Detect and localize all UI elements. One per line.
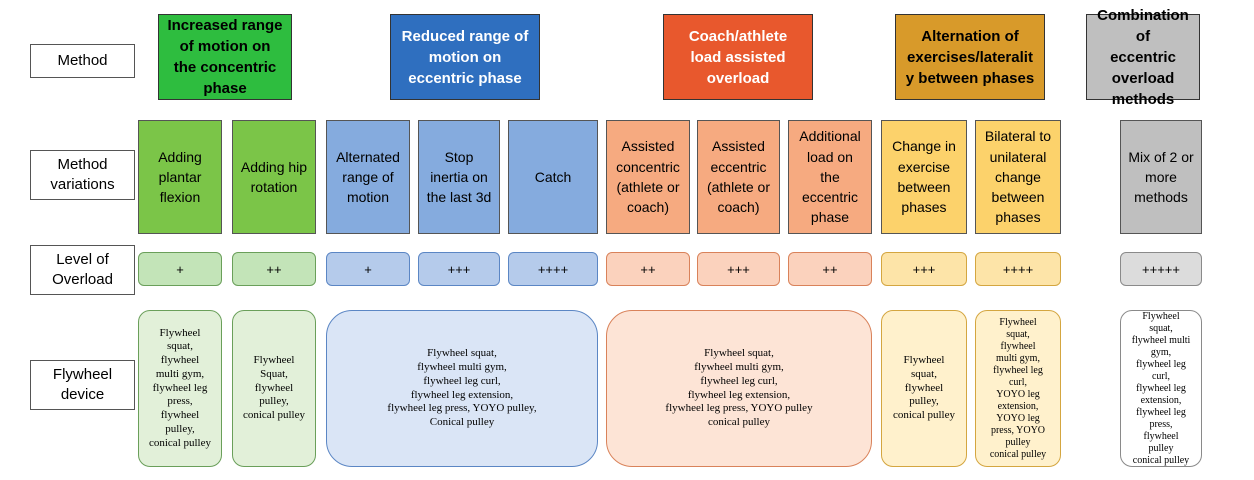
variation-adding-hip-rotation: Adding hip rotation	[232, 120, 316, 234]
overload-level-assisted-eccentric: +++	[697, 252, 780, 286]
overload-level-additional-load: ++	[788, 252, 872, 286]
method-header-increased-rom: Increased range of motion on the concent…	[158, 14, 292, 100]
row-label-method-variations: Method variations	[30, 150, 135, 200]
row-label-flywheel-device: Flywheel device	[30, 360, 135, 410]
device-list-reduced-rom: Flywheel squat, flywheel multi gym, flyw…	[326, 310, 598, 467]
overload-level-plantar-flexion: +	[138, 252, 222, 286]
variation-assisted-concentric: Assisted concentric (athlete or coach)	[606, 120, 690, 234]
overload-level-bilateral-to-unilateral: ++++	[975, 252, 1061, 286]
variation-change-in-exercise: Change in exercise between phases	[881, 120, 967, 234]
device-list-mix-of-methods: Flywheel squat, flywheel multi gym, flyw…	[1120, 310, 1202, 467]
variation-mix-of-methods: Mix of 2 or more methods	[1120, 120, 1202, 234]
overload-level-assisted-concentric: ++	[606, 252, 690, 286]
overload-level-mix-of-methods: +++++	[1120, 252, 1202, 286]
method-header-alternation: Alternation of exercises/lateralit y bet…	[895, 14, 1045, 100]
overload-level-catch: ++++	[508, 252, 598, 286]
method-header-coach-athlete: Coach/athlete load assisted overload	[663, 14, 813, 100]
overload-level-hip-rotation: ++	[232, 252, 316, 286]
variation-stop-inertia: Stop inertia on the last 3d	[418, 120, 500, 234]
overload-level-stop-inertia: +++	[418, 252, 500, 286]
variation-assisted-eccentric: Assisted eccentric (athlete or coach)	[697, 120, 780, 234]
overload-level-alternated-rom: +	[326, 252, 410, 286]
variation-additional-load: Additional load on the eccentric phase	[788, 120, 872, 234]
variation-alternated-rom: Alternated range of motion	[326, 120, 410, 234]
variation-catch: Catch	[508, 120, 598, 234]
device-list-coach-athlete: Flywheel squat, flywheel multi gym, flyw…	[606, 310, 872, 467]
method-header-reduced-rom: Reduced range of motion on eccentric pha…	[390, 14, 540, 100]
variation-bilateral-to-unilateral: Bilateral to unilateral change between p…	[975, 120, 1061, 234]
device-list-bilateral-to-unilateral: Flywheel squat, flywheel multi gym, flyw…	[975, 310, 1061, 467]
variation-adding-plantar-flexion: Adding plantar flexion	[138, 120, 222, 234]
overload-level-change-in-exercise: +++	[881, 252, 967, 286]
row-label-method: Method	[30, 44, 135, 78]
method-header-combination: Combination of eccentric overload method…	[1086, 7, 1200, 108]
row-label-level-of-overload: Level of Overload	[30, 245, 135, 295]
device-list-plantar-flexion: Flywheel squat, flywheel multi gym, flyw…	[138, 310, 222, 467]
device-list-hip-rotation: Flywheel Squat, flywheel pulley, conical…	[232, 310, 316, 467]
device-list-change-in-exercise: Flywheel squat, flywheel pulley, conical…	[881, 310, 967, 467]
